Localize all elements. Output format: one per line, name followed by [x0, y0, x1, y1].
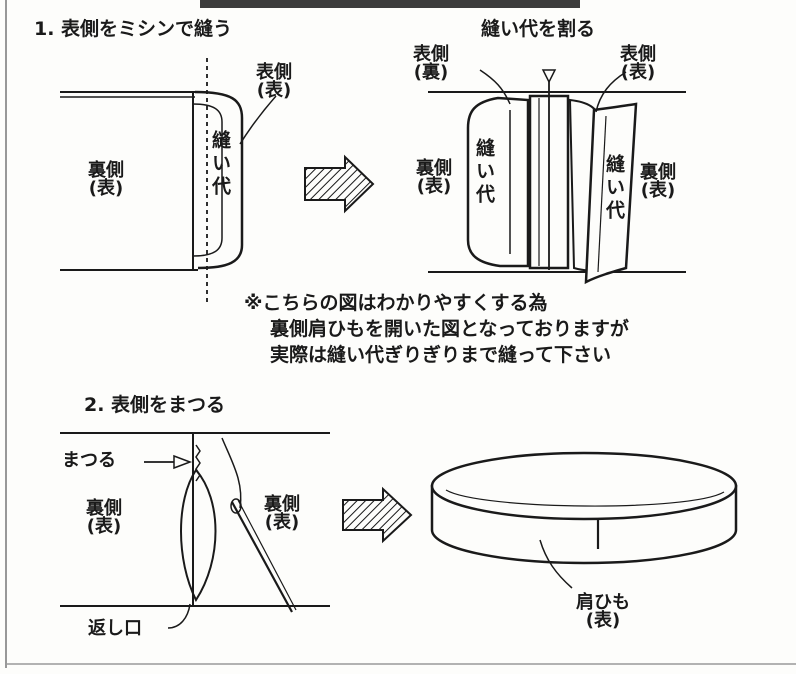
step1-right-left-outer-label: 表側 (裏)	[413, 44, 449, 83]
matsuru-arrow-head	[173, 454, 193, 470]
step2-inner-left-label: 裏側 (表)	[86, 498, 122, 537]
step2-matsuru-label: まつる	[62, 450, 116, 471]
step1-left-outer-label: 表側 (表)	[256, 62, 292, 101]
note-line-1: ※こちらの図はわかりやすくする為	[244, 292, 548, 314]
arrow-step1	[304, 154, 375, 214]
left-seam-allowance	[466, 96, 530, 268]
step1-left-seam-label: 縫い代	[209, 130, 231, 199]
step1-right-seam-right: 縫い代	[603, 154, 625, 223]
step1-title: 1. 表側をミシンで縫う	[34, 18, 233, 40]
arrow-step2	[342, 486, 413, 544]
strap-loop	[430, 451, 738, 589]
step1-right-figure	[428, 69, 686, 285]
right-tilted-inner	[597, 115, 607, 273]
step2-opening-label: 返し口	[88, 618, 142, 639]
step2-strap-label: 肩ひも (表)	[576, 592, 630, 631]
needle	[231, 501, 293, 613]
needle-2	[237, 499, 297, 611]
step1-right-right-outer-label: 表側 (表)	[620, 44, 656, 83]
step2-title: 2. 表側をまつる	[84, 394, 226, 416]
step1-right-inner-right-label: 裏側 (表)	[640, 162, 676, 201]
step1-left-inner-label: 裏側 (表)	[88, 160, 124, 199]
step2-left-figure	[60, 432, 330, 629]
strap-inner-curve	[445, 489, 725, 507]
seam-allowance-fold	[194, 90, 244, 270]
leader-right	[595, 71, 627, 113]
cropped-heading-fragment	[200, 0, 580, 8]
thread	[221, 437, 242, 509]
opening-leader	[167, 603, 191, 629]
leader-left	[479, 69, 511, 105]
note-line-2: 裏側肩ひもを開いた図となっておりますが	[270, 318, 629, 340]
needle-eye	[230, 498, 242, 514]
strap-top	[430, 451, 738, 521]
step1-left-figure	[60, 58, 277, 306]
step1-right-inner-left-label: 裏側 (表)	[416, 158, 452, 197]
step1-right-top-label: 縫い代を割る	[481, 18, 596, 40]
step1-right-seam-left: 縫い代	[473, 138, 495, 207]
seam-allowance-inner	[192, 103, 223, 257]
strap-leader	[539, 539, 573, 589]
right-tilted-fabric	[584, 102, 638, 285]
lens-fold	[180, 468, 217, 603]
step2-inner-right-label: 裏側 (表)	[264, 494, 300, 533]
leader-line	[239, 95, 277, 145]
split-marker	[541, 69, 557, 84]
note-line-3: 実際は縫い代ぎりぎりまで縫って下さい	[270, 344, 612, 366]
